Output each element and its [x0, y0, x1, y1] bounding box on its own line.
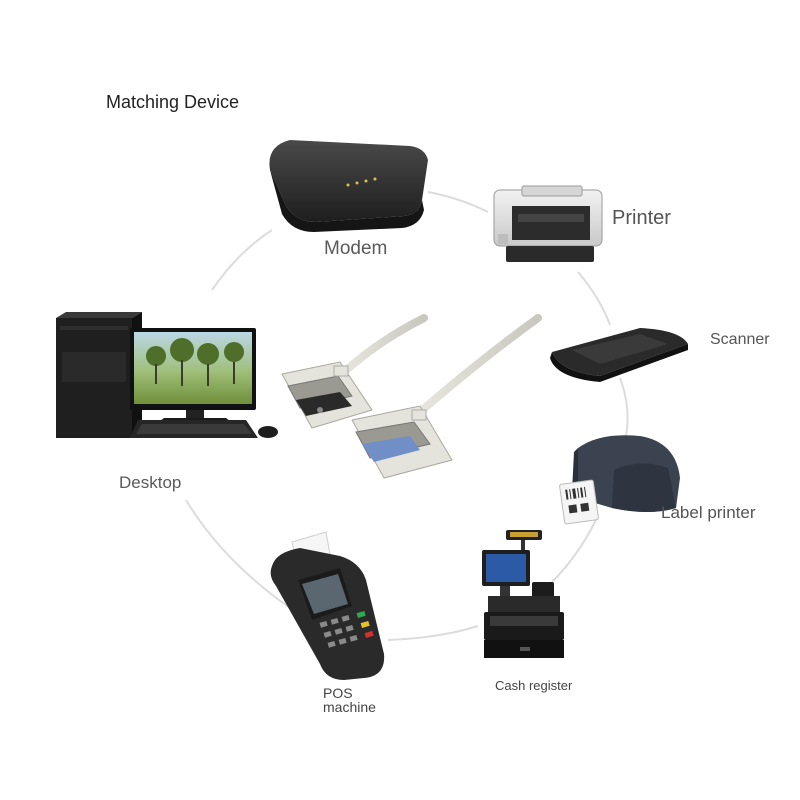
pos-label-line1: POS [323, 685, 353, 701]
printer-image [493, 185, 603, 262]
ring-arc-cash-pos [387, 625, 479, 641]
ring-arc-pos-desktop [185, 499, 291, 609]
cash-register-label: Cash register [495, 678, 573, 693]
connection-ring [185, 191, 629, 641]
ring-arc-modem-printer [427, 191, 489, 213]
diagram-title: Matching Device [106, 92, 240, 112]
label-printer-label: Label printer [661, 503, 756, 522]
scanner-label: Scanner [710, 331, 770, 348]
cash-register-image [482, 530, 564, 658]
desktop-label: Desktop [119, 473, 182, 492]
pos-machine-image [270, 531, 385, 680]
ring-arc-scanner-label [619, 377, 629, 441]
pos-machine-label: POS machine [323, 686, 376, 714]
db25-female-connector [351, 405, 453, 479]
label-printer-image [559, 435, 680, 525]
pos-label-line2: machine [323, 699, 376, 715]
ring-arc-desktop-modem [211, 229, 273, 291]
serial-cable-image [281, 314, 542, 479]
printer-label: Printer [612, 207, 671, 229]
modem-label: Modem [324, 238, 388, 259]
ring-arc-printer-scanner [577, 271, 611, 326]
db25-male-connector [281, 361, 373, 429]
desktop-image [56, 312, 278, 438]
scanner-image [550, 328, 688, 382]
ring-arc-label-cash [551, 519, 597, 583]
modem-image [269, 140, 428, 232]
